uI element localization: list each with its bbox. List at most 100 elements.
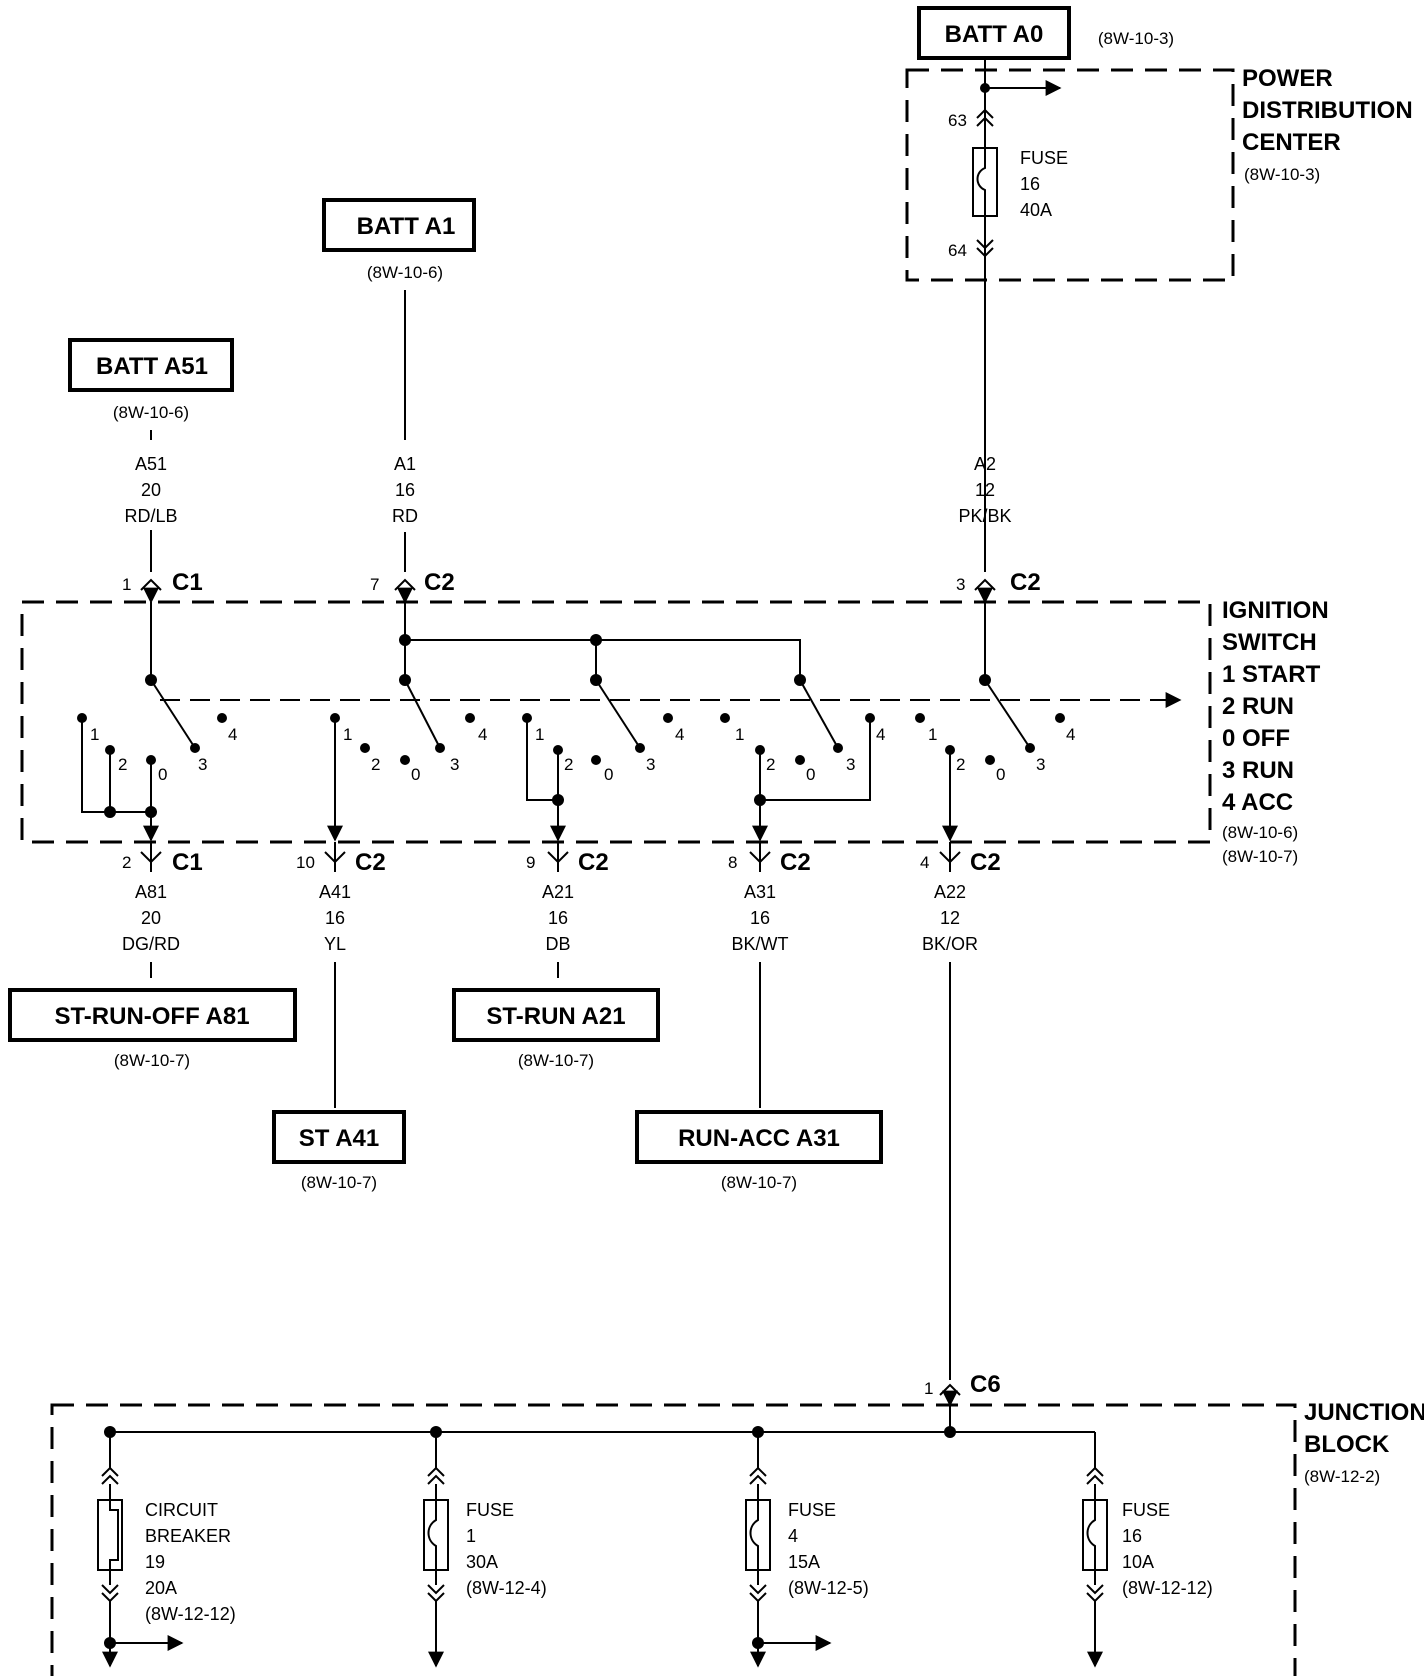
ignition-legend-4: 4 ACC xyxy=(1222,789,1293,816)
breaker-l1: CIRCUIT xyxy=(145,1500,218,1520)
junction-dots xyxy=(104,83,991,1649)
svg-text:4: 4 xyxy=(675,725,684,744)
bot-c1-name: C1 xyxy=(172,849,203,876)
ignition-ref-1: (8W-10-6) xyxy=(1222,823,1298,842)
fuse4-l4: (8W-12-5) xyxy=(788,1578,869,1598)
wiper-a41 xyxy=(404,679,441,749)
top-c2-name-1: C2 xyxy=(424,569,455,596)
st-label: ST A41 xyxy=(299,1125,379,1152)
a1-name: A1 xyxy=(394,454,416,474)
breaker-l2: BREAKER xyxy=(145,1526,231,1546)
bot-c2-name-3: C2 xyxy=(780,849,811,876)
svg-text:4: 4 xyxy=(876,725,885,744)
pdc-pin-64-connector xyxy=(976,239,994,250)
svg-text:4: 4 xyxy=(1066,725,1075,744)
a81-color: DG/RD xyxy=(122,934,180,954)
svg-text:3: 3 xyxy=(1036,755,1045,774)
pdc-ref: (8W-10-3) xyxy=(1244,165,1320,184)
bot-c1-pin: 2 xyxy=(122,853,131,872)
svg-text:1: 1 xyxy=(928,725,937,744)
a51-gauge: 20 xyxy=(141,480,161,500)
switch-contacts xyxy=(77,713,1065,765)
top-c2-pin7: 7 xyxy=(370,575,379,594)
svg-text:1: 1 xyxy=(343,725,352,744)
svg-text:0: 0 xyxy=(158,765,167,784)
st-box xyxy=(272,1110,406,1164)
st-run-off-box xyxy=(8,988,297,1042)
batt-a51-ref: (8W-10-6) xyxy=(113,403,189,422)
fuse16-l4: (8W-12-12) xyxy=(1122,1578,1213,1598)
fuse4-l2: 4 xyxy=(788,1526,798,1546)
ignition-legend-1: 2 RUN xyxy=(1222,693,1294,720)
svg-text:3: 3 xyxy=(646,755,655,774)
svg-text:0: 0 xyxy=(806,765,815,784)
fuse4-l1: FUSE xyxy=(788,1500,836,1520)
wiper-a21 xyxy=(595,679,641,749)
top-c2-pin3: 3 xyxy=(956,575,965,594)
bot-c2-pin4: 4 xyxy=(920,853,929,872)
top-c1-name: C1 xyxy=(172,569,203,596)
a1-gauge: 16 xyxy=(395,480,415,500)
top-c2-name-2: C2 xyxy=(1010,569,1041,596)
svg-text:2: 2 xyxy=(564,755,573,774)
svg-text:2: 2 xyxy=(956,755,965,774)
a21-gauge: 16 xyxy=(548,908,568,928)
bot-c2-pin8: 8 xyxy=(728,853,737,872)
pdc-title-1: POWER xyxy=(1242,65,1333,92)
top-c1-pin: 1 xyxy=(122,575,131,594)
jb-ref: (8W-12-2) xyxy=(1304,1467,1380,1486)
st-run-off-label: ST-RUN-OFF A81 xyxy=(54,1003,249,1030)
a21-color: DB xyxy=(545,934,570,954)
ignition-title-1: IGNITION xyxy=(1222,597,1329,624)
a51-name: A51 xyxy=(135,454,167,474)
a21-name: A21 xyxy=(542,882,574,902)
svg-text:1: 1 xyxy=(535,725,544,744)
svg-text:0: 0 xyxy=(411,765,420,784)
svg-text:2: 2 xyxy=(371,755,380,774)
a41-gauge: 16 xyxy=(325,908,345,928)
breaker-l5: (8W-12-12) xyxy=(145,1604,236,1624)
a31-gauge: 16 xyxy=(750,908,770,928)
batt-a0-ref: (8W-10-3) xyxy=(1098,29,1174,48)
svg-text:2: 2 xyxy=(118,755,127,774)
bot-c2-pin9: 9 xyxy=(526,853,535,872)
top-c1-connector xyxy=(140,578,162,591)
pdc-pin-63: 63 xyxy=(948,111,967,130)
ignition-legend-2: 0 OFF xyxy=(1222,725,1290,752)
run-acc-label: RUN-ACC A31 xyxy=(678,1125,840,1152)
st-run-label: ST-RUN A21 xyxy=(486,1003,625,1030)
wiper-a81 xyxy=(150,679,196,749)
batt-a0-label: BATT A0 xyxy=(945,21,1044,48)
st-run-ref: (8W-10-7) xyxy=(518,1051,594,1070)
batt-a0-box xyxy=(917,6,1071,60)
st-run-off-ref: (8W-10-7) xyxy=(114,1051,190,1070)
svg-text:4: 4 xyxy=(478,725,487,744)
batt-a1-box xyxy=(322,198,476,252)
a2-gauge: 12 xyxy=(975,480,995,500)
fuse16-l3: 10A xyxy=(1122,1552,1154,1572)
pdc-dashed-box xyxy=(905,68,1235,282)
a81-gauge: 20 xyxy=(141,908,161,928)
ignition-switch-box xyxy=(20,600,1212,844)
pdc-pin-63-connector xyxy=(976,108,994,119)
jb-title-2: BLOCK xyxy=(1304,1431,1390,1458)
jb-c6-connector xyxy=(939,1383,961,1396)
st-run-box xyxy=(452,988,660,1042)
a51-color: RD/LB xyxy=(124,506,177,526)
st-ref: (8W-10-7) xyxy=(301,1173,377,1192)
top-c2-pin7-connector xyxy=(394,578,416,591)
a22-name: A22 xyxy=(934,882,966,902)
a31-name: A31 xyxy=(744,882,776,902)
wiper-a31 xyxy=(799,679,839,749)
pdc-fuse-l2: 16 xyxy=(1020,174,1040,194)
ignition-legend-3: 3 RUN xyxy=(1222,757,1294,784)
batt-a1-ref: (8W-10-6) xyxy=(367,263,443,282)
pdc-title-2: DISTRIBUTION xyxy=(1242,97,1413,124)
a31-color: BK/WT xyxy=(732,934,789,954)
fuse16-l1: FUSE xyxy=(1122,1500,1170,1520)
jb-c6-name: C6 xyxy=(970,1371,1001,1398)
pdc-fuse-l1: FUSE xyxy=(1020,148,1068,168)
svg-text:3: 3 xyxy=(846,755,855,774)
svg-text:4: 4 xyxy=(228,725,237,744)
